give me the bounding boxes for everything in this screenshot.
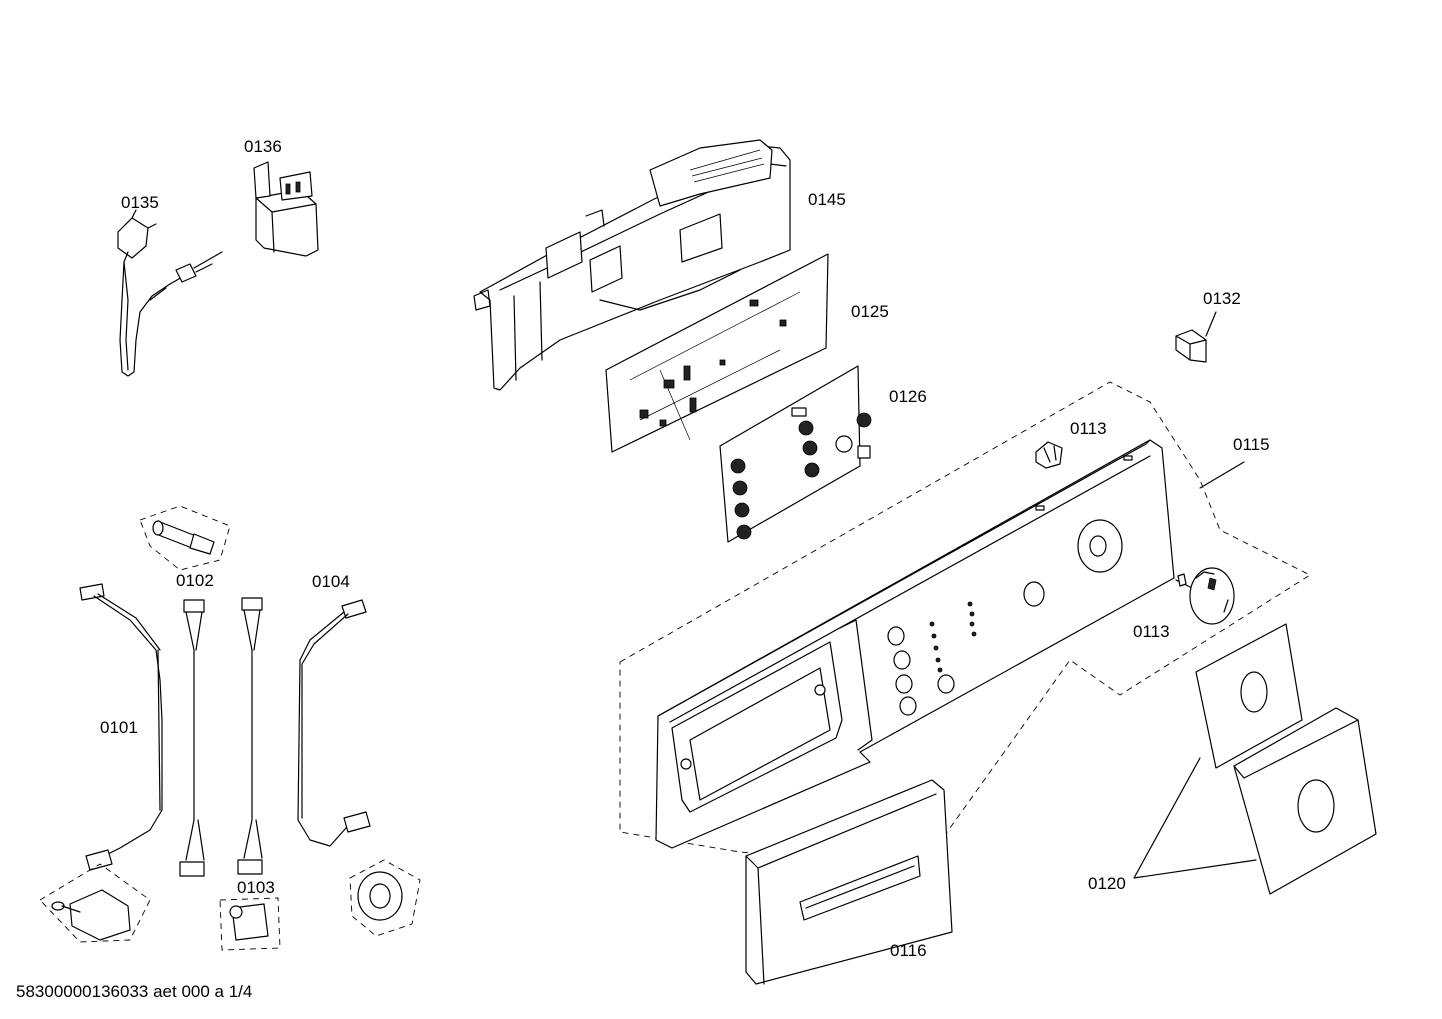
lower-components-drawing [39,859,421,951]
label-0103: 0103 [237,878,275,897]
label-0120: 0120 [1088,874,1126,893]
main-pcb-drawing [605,253,829,453]
panel-assembly-outline [619,381,1311,871]
decor-panels-drawing [1133,623,1377,895]
label-0115: 0115 [1233,435,1270,454]
label-0116: 0116 [890,941,927,960]
label-0104: 0104 [312,572,350,591]
light-guide-drawing [1035,441,1063,469]
label-0101: 0101 [100,718,138,737]
document-footer: 58300000136033 aet 000 a 1/4 [16,982,252,1001]
control-panel-fascia-drawing [655,439,1175,849]
label-0113-top: 0113 [1070,419,1107,438]
label-0136: 0136 [244,137,282,156]
control-housing-drawing [473,139,791,391]
program-knob-drawing [1175,567,1235,625]
clip-drawing [1175,311,1217,363]
label-0113-knob: 0113 [1133,622,1170,641]
button-pcb-drawing [719,365,872,543]
wire-harnesses-drawing [79,583,371,877]
drawer-handle-drawing [745,779,953,985]
label-0102: 0102 [176,571,214,590]
label-0125: 0125 [851,302,889,321]
interference-filter-drawing [253,161,319,257]
label-0132: 0132 [1203,289,1241,308]
sensor-plug-drawing [139,505,231,571]
label-0135: 0135 [121,193,159,212]
power-cord-drawing [117,209,223,377]
label-0145: 0145 [808,190,846,209]
label-0126: 0126 [889,387,927,406]
